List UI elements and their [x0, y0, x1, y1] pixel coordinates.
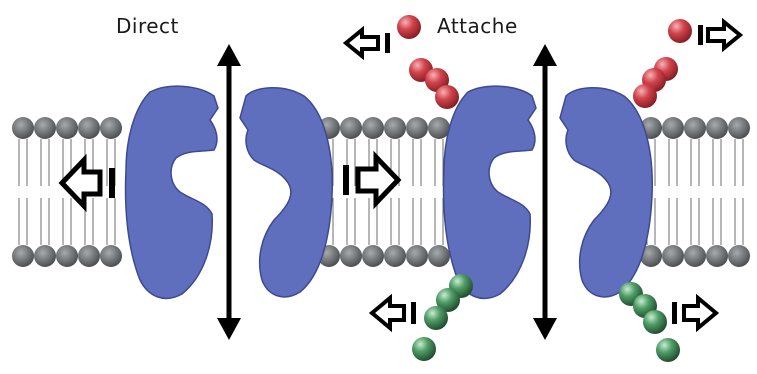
lipid-head — [56, 117, 78, 139]
lipid-head — [34, 117, 56, 139]
lipid-head — [12, 245, 34, 267]
lipid-head — [56, 245, 78, 267]
lipid-head — [362, 117, 384, 139]
lipid-head — [340, 245, 362, 267]
flow-arrow-middle-right-icon — [343, 157, 398, 203]
lipid-head — [384, 245, 406, 267]
flow-arrow-bottom-left-icon — [372, 298, 416, 328]
lipid-head — [706, 117, 728, 139]
lipid-head — [362, 245, 384, 267]
protein-attached-left — [444, 86, 536, 298]
lipid-head — [662, 245, 684, 267]
transport-arrow-direct — [217, 44, 241, 340]
lipid-head — [406, 245, 428, 267]
lipid-head — [728, 117, 750, 139]
lipid-head — [662, 117, 684, 139]
label-direct: Direct — [116, 14, 179, 38]
lipid-head — [406, 117, 428, 139]
protein-direct-left — [126, 86, 218, 298]
lipid-head — [706, 245, 728, 267]
flow-arrow-bottom-right-icon — [672, 298, 716, 328]
flow-arrow-top-left-icon — [346, 30, 390, 56]
lipid-head — [12, 117, 34, 139]
green-molecule — [424, 306, 448, 330]
flow-arrow-top-right-icon — [698, 22, 740, 48]
red-molecule — [668, 19, 692, 43]
lipid-head — [100, 117, 122, 139]
lipid-head — [684, 117, 706, 139]
lipid-head — [34, 245, 56, 267]
lipid-head — [428, 245, 450, 267]
lipid-head — [340, 117, 362, 139]
red-molecule — [633, 84, 657, 108]
protein-attached-right — [560, 88, 652, 297]
lipid-head — [684, 245, 706, 267]
transport-arrow-attached — [533, 44, 557, 340]
green-molecule — [643, 310, 667, 334]
label-attached: Attache — [437, 14, 518, 38]
protein-direct-right — [240, 88, 332, 297]
red-molecule — [397, 15, 421, 39]
green-molecule — [412, 337, 436, 361]
lipid-head — [428, 117, 450, 139]
lipid-head — [78, 117, 100, 139]
green-molecule — [656, 338, 680, 362]
red-molecule — [435, 85, 459, 109]
lipid-head — [78, 245, 100, 267]
lipid-head — [100, 245, 122, 267]
lipid-head — [384, 117, 406, 139]
lipid-head — [728, 245, 750, 267]
